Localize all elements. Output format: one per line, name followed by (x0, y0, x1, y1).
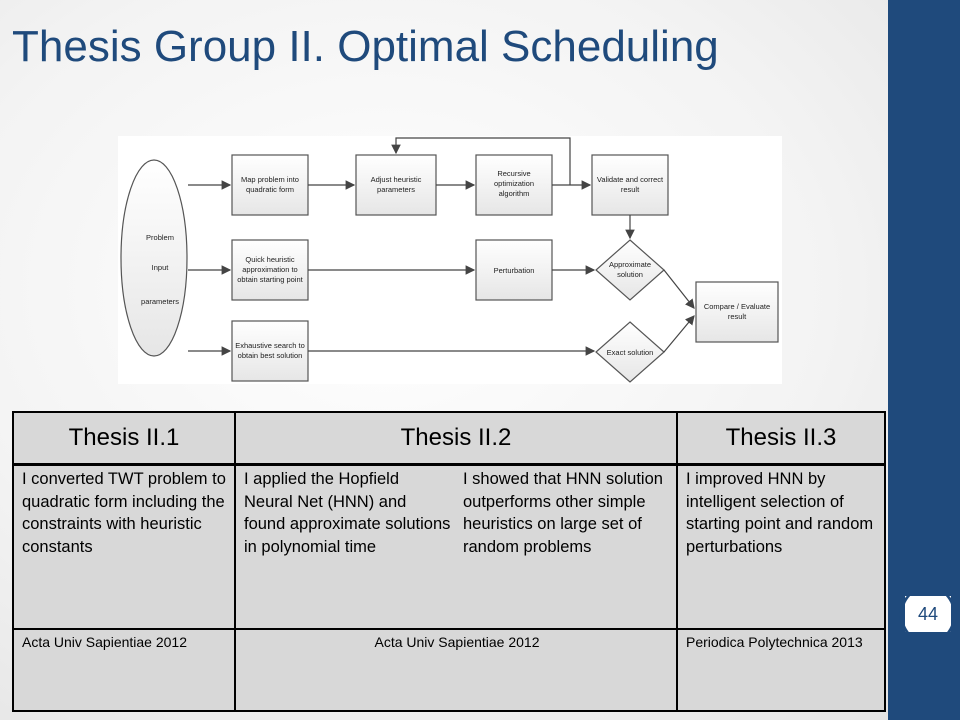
start-line-3: parameters (141, 297, 179, 306)
map-problem-node: Map problem into quadratic form (231, 154, 309, 216)
problem-input-node: Problem Input parameters (120, 159, 188, 357)
arrow-exact-compare (663, 315, 695, 353)
compare-line-2: result (728, 312, 747, 321)
right-bracket-glyph: ) (945, 590, 959, 634)
quick-heuristic-node: Quick heuristic approximation to obtain … (231, 239, 309, 301)
start-line-2: Input (152, 263, 170, 272)
adjust-line-1: Adjust heuristic (371, 175, 422, 184)
cell-thesis-2-2-b: I showed that HNN solution outperforms o… (463, 470, 663, 556)
perturbation-line-1: Perturbation (494, 266, 535, 275)
approx-line-1: Approximate (609, 260, 651, 269)
table-row: I converted TWT problem to quadratic for… (12, 463, 886, 630)
cell-thesis-2-2: I applied the Hopfield Neural Net (HNN) … (234, 463, 678, 630)
approximate-solution-node: Approximate solution (595, 239, 665, 301)
arrow-feedback-loop (391, 137, 571, 185)
start-line-1: Problem (146, 233, 174, 242)
cell-thesis-2-2-a: I applied the Hopfield Neural Net (HNN) … (244, 470, 451, 556)
validate-line-1: Validate and correct (597, 175, 664, 184)
recursive-algorithm-node: Recursive optimization algorithm (475, 154, 553, 216)
cell-thesis-2-1: I converted TWT problem to quadratic for… (12, 463, 236, 630)
header-thesis-2-1: Thesis II.1 (12, 411, 236, 466)
recursive-line-1: Recursive (497, 169, 530, 178)
header-thesis-2-3: Thesis II.3 (676, 411, 886, 466)
recursive-line-3: algorithm (499, 189, 530, 198)
table-header-row: Thesis II.1 Thesis II.2 Thesis II.3 (12, 411, 886, 466)
map-line-2: quadratic form (246, 185, 294, 194)
flow-arrows (188, 137, 695, 356)
perturbation-node: Perturbation (475, 239, 553, 301)
table-reference-row: Acta Univ Sapientiae 2012 Acta Univ Sapi… (12, 628, 886, 712)
exhaustive-search-node: Exhaustive search to obtain best solutio… (231, 320, 309, 382)
exhaustive-line-1: Exhaustive search to (235, 341, 305, 350)
slide-title: Thesis Group II. Optimal Scheduling (12, 22, 719, 71)
header-thesis-2-2: Thesis II.2 (234, 411, 678, 466)
map-line-1: Map problem into (241, 175, 299, 184)
approx-line-2: solution (617, 270, 643, 279)
quick-line-2: approximation to (242, 265, 297, 274)
exact-solution-node: Exact solution (595, 321, 665, 383)
ref-thesis-2-3: Periodica Polytechnica 2013 (676, 628, 886, 712)
quick-line-1: Quick heuristic (245, 255, 294, 264)
page-number-badge: ( 44 ) (897, 592, 959, 632)
ref-thesis-2-1: Acta Univ Sapientiae 2012 (12, 628, 236, 712)
arrow-approx-compare (663, 269, 695, 309)
recursive-line-2: optimization (494, 179, 534, 188)
validate-node: Validate and correct result (591, 154, 669, 216)
adjust-line-2: parameters (377, 185, 415, 194)
compare-line-1: Compare / Evaluate (704, 302, 770, 311)
adjust-heuristic-node: Adjust heuristic parameters (355, 154, 437, 216)
compare-evaluate-node: Compare / Evaluate result (695, 281, 779, 343)
ref-thesis-2-2: Acta Univ Sapientiae 2012 (234, 628, 678, 712)
quick-line-3: obtain starting point (237, 275, 303, 284)
left-bracket-glyph: ( (897, 590, 911, 634)
cell-thesis-2-3: I improved HNN by intelligent selection … (676, 463, 886, 630)
thesis-table: Thesis II.1 Thesis II.2 Thesis II.3 I co… (12, 411, 886, 712)
flow-diagram: Problem Input parameters Map problem int… (118, 136, 782, 384)
validate-line-2: result (621, 185, 640, 194)
exhaustive-line-2: obtain best solution (238, 351, 303, 360)
page-number: 44 (917, 604, 939, 624)
flow-diagram-svg: Problem Input parameters Map problem int… (120, 137, 779, 383)
exact-line-1: Exact solution (607, 348, 654, 357)
